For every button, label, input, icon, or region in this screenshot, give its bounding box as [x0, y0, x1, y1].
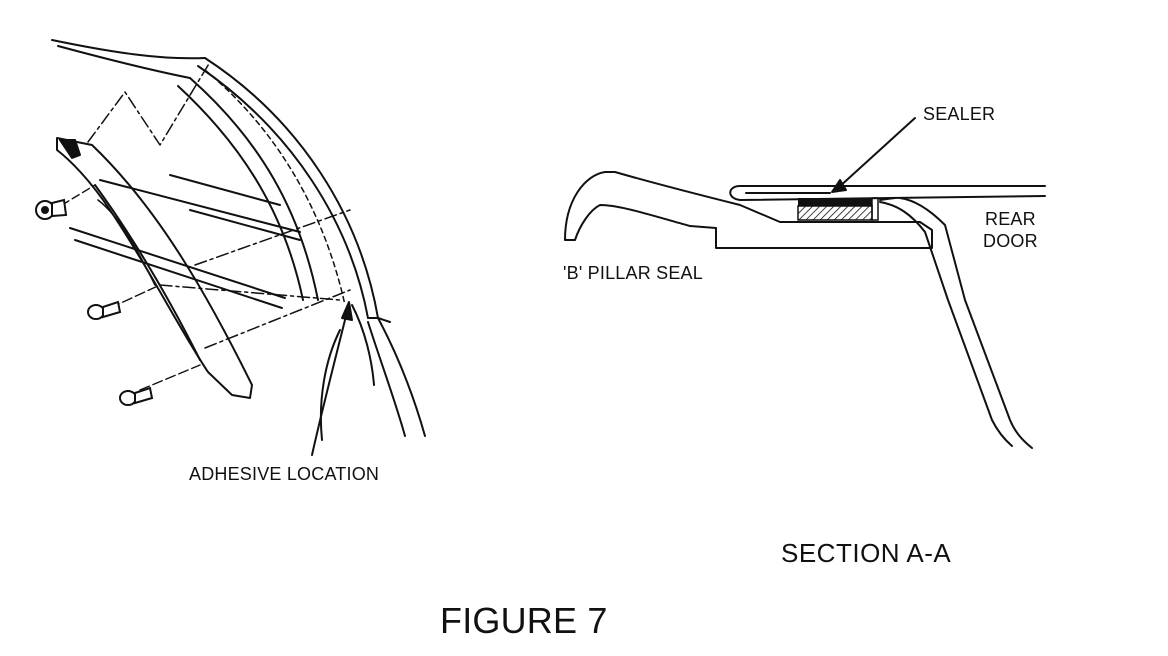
roof-edge-lower: [57, 45, 191, 79]
screw-shank: [102, 300, 122, 319]
pillar-lower-curve: [377, 317, 426, 437]
screw-shank: [134, 386, 154, 405]
phantom-line-low: [204, 289, 351, 349]
rear-door-label: REAR DOOR: [983, 208, 1038, 252]
trim-piece-tab: [59, 139, 81, 159]
trim-piece-outer: [56, 137, 253, 399]
sill-line-1: [69, 227, 286, 299]
adhesive-location-label: ADHESIVE LOCATION: [189, 464, 380, 484]
rear-door-label-line1: REAR: [985, 209, 1036, 229]
door-frame-arc-inner: [177, 85, 304, 301]
section-aa-view: [564, 117, 1046, 449]
figure-title: FIGURE 7: [440, 600, 608, 641]
rear-door-label-line2: DOOR: [983, 231, 1038, 251]
sill-line-5: [169, 174, 281, 206]
phantom-line-top: [87, 61, 211, 146]
sealer-leader: [837, 117, 916, 189]
sealer-cap: [871, 197, 879, 221]
door-inner-curve-2: [351, 304, 375, 386]
sill-line-2: [74, 239, 283, 309]
body-outer-arc: [204, 57, 379, 319]
roof-edge-upper: [51, 39, 206, 60]
phantom-line-mid2: [159, 284, 341, 301]
section-title: SECTION A-A: [781, 538, 952, 568]
sealer-block: [797, 197, 879, 221]
screw-head: [119, 390, 137, 406]
b-pillar-seal-profile: [564, 171, 933, 249]
clip-body: [51, 198, 68, 218]
rear-door-panel-outer: [899, 197, 1033, 449]
b-pillar-seal-label: 'B' PILLAR SEAL: [563, 263, 703, 283]
sealer-strip-hatched: [797, 205, 873, 221]
body-outer-arc-2: [197, 65, 369, 319]
screw-head: [87, 304, 105, 320]
fastener-screw-upper: [87, 300, 122, 320]
sealer-label: SEALER: [923, 104, 996, 124]
rear-door-edge: [879, 197, 896, 201]
sill-line-4: [189, 209, 301, 241]
door-frame-arc-dash: [204, 69, 346, 306]
phantom-line-mid: [194, 209, 351, 266]
phantom-line-screw2: [139, 364, 201, 391]
pillar-join: [367, 317, 391, 323]
sealer-arrowhead: [831, 179, 847, 193]
sealer-strip-solid: [798, 198, 872, 206]
fastener-clip: [35, 198, 68, 220]
door-inner-curve: [319, 329, 341, 441]
fastener-screw-lower: [119, 386, 154, 406]
adhesive-arrowhead: [341, 301, 353, 321]
roof-panel-fold: [729, 185, 1046, 201]
rear-door-panel-inner: [879, 201, 1013, 447]
phantom-line-clip: [61, 184, 96, 206]
door-frame-arc-outer: [189, 77, 319, 301]
trim-piece-slot: [97, 199, 156, 286]
trim-piece-inner: [94, 184, 201, 361]
clip-dot: [41, 206, 49, 214]
adhesive-leader: [311, 307, 349, 456]
pillar-lower-curve-2: [367, 321, 406, 437]
door-frame-view: [51, 39, 426, 456]
